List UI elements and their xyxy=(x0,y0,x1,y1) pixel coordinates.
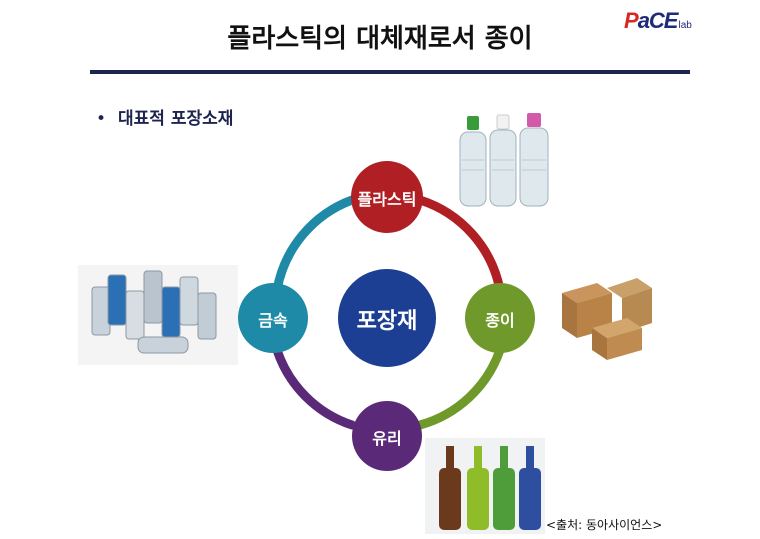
arc-glass-metal xyxy=(272,345,357,430)
node-glass-label: 유리 xyxy=(372,429,402,448)
node-glass xyxy=(352,401,422,471)
bullet-marker: • xyxy=(96,109,107,129)
node-metal xyxy=(238,283,308,353)
pace-lab-logo: PaCElab xyxy=(624,8,692,34)
node-metal-label: 금속 xyxy=(258,311,288,330)
glass-bottles-photo xyxy=(425,438,545,534)
arc-plastic-paper xyxy=(415,195,505,295)
plastic-bottles-photo xyxy=(459,113,549,207)
node-plastic xyxy=(351,161,423,233)
bullet-item: • 대표적 포장소재 xyxy=(96,104,233,129)
slide-title: 플라스틱의 대체재로서 종이 xyxy=(227,24,533,54)
arc-paper-glass xyxy=(415,345,505,430)
source-caption: <출처: 동아사이언스> xyxy=(546,518,663,532)
node-paper xyxy=(465,283,535,353)
node-plastic-label: 플라스틱 xyxy=(357,190,417,209)
center-node-label: 포장재 xyxy=(356,309,418,334)
metal-cans-photo xyxy=(78,265,238,365)
logo-lab: lab xyxy=(678,20,692,31)
cardboard-boxes-photo xyxy=(562,278,652,360)
arc-metal-plastic xyxy=(272,195,357,295)
title-divider xyxy=(90,70,690,74)
center-node xyxy=(338,269,436,367)
node-paper-label: 종이 xyxy=(485,311,515,330)
bullet-text: 대표적 포장소재 xyxy=(118,109,234,129)
logo-brand: PaCE xyxy=(624,8,678,33)
